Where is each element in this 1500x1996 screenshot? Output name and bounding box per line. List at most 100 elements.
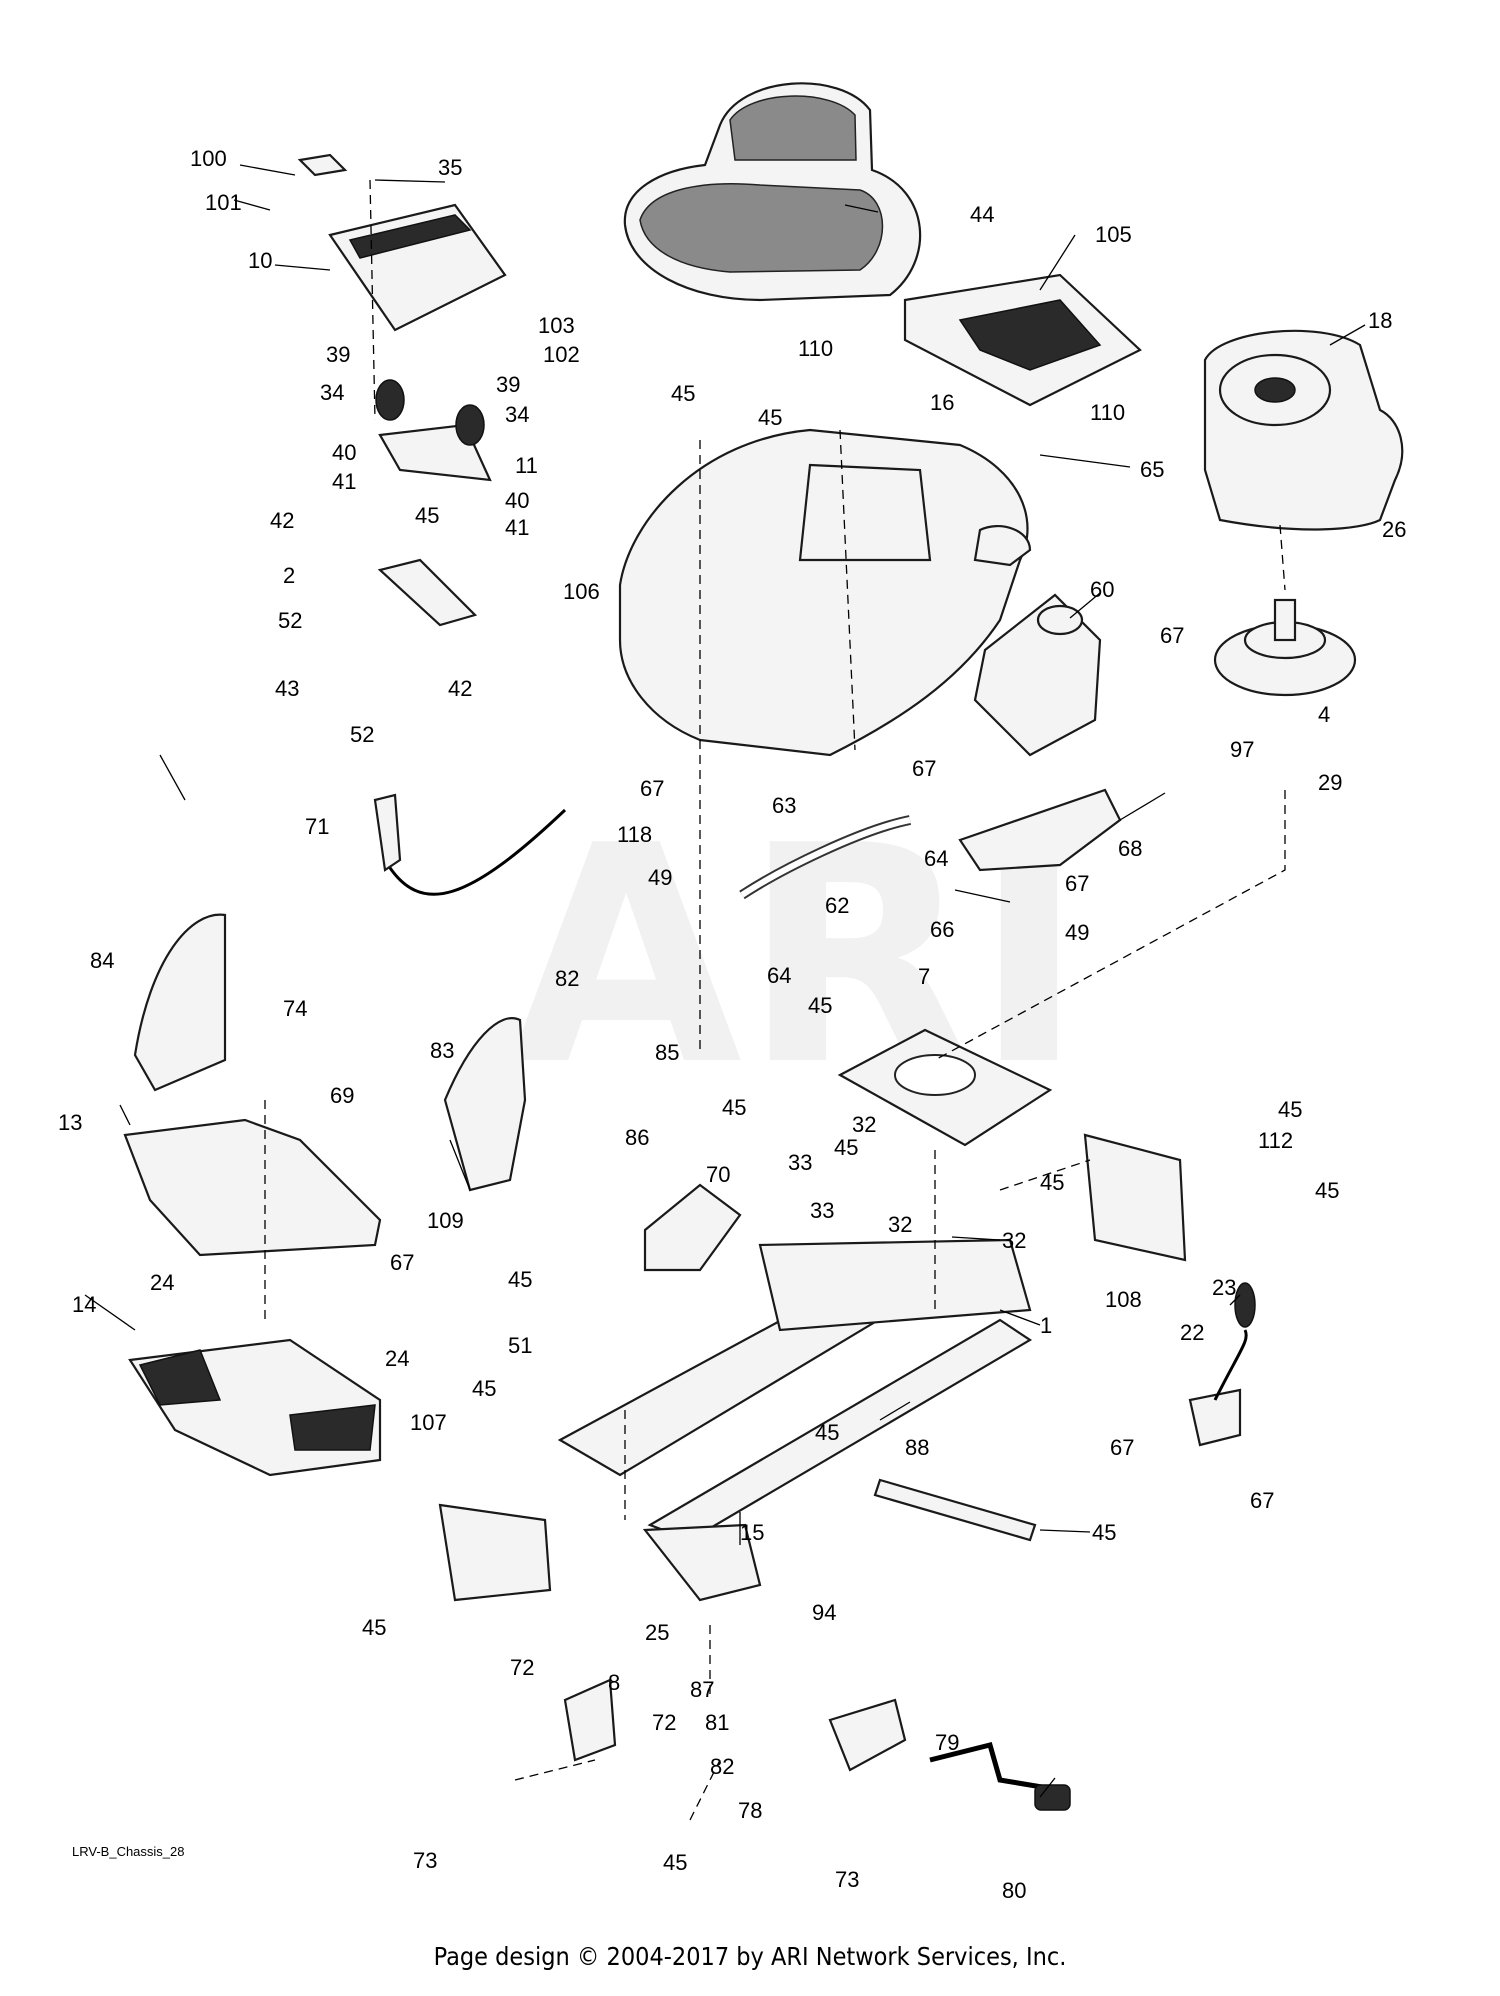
part-label: 44 [970,202,994,227]
part-label: 10 [248,248,272,273]
part-label: 4 [1318,702,1330,727]
part-label: 72 [510,1655,534,1680]
guide-line [369,179,376,421]
guide-line [999,1159,1091,1191]
part-label: 45 [472,1376,496,1401]
part-label: 32 [888,1212,912,1237]
part-label: 100 [190,146,227,171]
part-label: 42 [270,508,294,533]
part-label: 87 [690,1677,714,1702]
part-label: 14 [72,1292,96,1317]
diagram-code: LRV-B_Chassis_28 [72,1844,185,1859]
engine-part [1203,329,1404,531]
fuel-hose-inner [740,817,911,898]
cable-part [383,808,567,896]
part-label: 65 [1140,457,1164,482]
pedal-bracket-part [563,1678,617,1762]
part-label: 86 [625,1125,649,1150]
part-label: 2 [283,563,295,588]
part-label: 81 [705,1710,729,1735]
part-label: 35 [438,155,462,180]
part-label: 8 [608,1670,620,1695]
part-label: 68 [1118,836,1142,861]
part-label: 106 [563,579,600,604]
shift-lever-part [1188,1282,1256,1447]
part-label: 94 [812,1600,836,1625]
side-cover-part [958,788,1122,872]
part-label: 45 [663,1850,687,1875]
part-label: 67 [1250,1488,1274,1513]
part-label: 45 [758,405,782,430]
guide-line [934,790,1286,1061]
part-label: 45 [1092,1520,1116,1545]
part-label: 109 [427,1208,464,1233]
part-label: 67 [912,756,936,781]
part-label: 41 [505,515,529,540]
part-label: 45 [671,381,695,406]
part-label: 49 [648,865,672,890]
rear-cover-part [903,273,1142,407]
step-plate-part [873,1478,1037,1542]
part-label: 118 [617,822,652,847]
part-label: 67 [640,776,664,801]
engine-plate-part [837,1028,1053,1147]
footrest-part [128,1338,382,1477]
body-shroud-part [618,428,1032,757]
part-label: 32 [1002,1228,1026,1253]
part-label: 84 [90,948,114,973]
part-label: 63 [772,793,796,818]
part-label: 34 [505,402,529,427]
part-label: 97 [1230,737,1254,762]
part-label: 45 [815,1420,839,1445]
steering-support-part [443,1017,527,1192]
part-label: 67 [1065,871,1089,896]
part-label: 69 [330,1083,354,1108]
part-label: 110 [798,336,833,361]
part-label: 33 [788,1150,812,1175]
part-label: 23 [1212,1275,1236,1300]
part-label: 67 [1110,1435,1134,1460]
part-label: 52 [350,722,374,747]
bracket-108-part [1083,1133,1187,1262]
part-label: 66 [930,917,954,942]
part-label: 71 [305,814,329,839]
part-label: 82 [710,1754,734,1779]
part-label: 1 [1040,1313,1052,1338]
seat-plate-part [297,153,507,332]
part-label: 85 [655,1040,679,1065]
part-label: 22 [1180,1320,1204,1345]
part-label: 64 [924,846,948,871]
part-label: 33 [810,1198,834,1223]
part-label: 45 [508,1267,532,1292]
part-label: 40 [332,440,356,465]
part-label: 70 [706,1162,730,1187]
part-label: 82 [555,966,579,991]
part-label: 39 [326,342,350,367]
part-label: 45 [834,1135,858,1160]
part-label: 45 [722,1095,746,1120]
part-label: 67 [390,1250,414,1275]
pulley-part [1213,598,1357,697]
part-label: 16 [930,390,954,415]
guide-line [514,1759,596,1781]
part-label: 45 [808,993,832,1018]
guide-line [689,1759,721,1821]
part-label: 18 [1368,308,1392,333]
part-label: 67 [1160,623,1184,648]
part-label: 32 [852,1112,876,1137]
fuel-tank-part [973,593,1102,757]
seat-bracket-part [375,379,492,627]
part-label: 105 [1095,222,1132,247]
part-label: 24 [385,1346,409,1371]
part-label: 110 [1090,400,1125,425]
part-label: 102 [543,342,580,367]
part-label: 29 [1318,770,1342,795]
part-label: 24 [150,1270,174,1295]
frame-part [557,1238,1033,1542]
part-label: 45 [362,1615,386,1640]
part-label: 42 [448,676,472,701]
part-label: 45 [415,503,439,528]
part-label: 103 [538,313,575,338]
pedal-mount-part [828,1698,907,1772]
